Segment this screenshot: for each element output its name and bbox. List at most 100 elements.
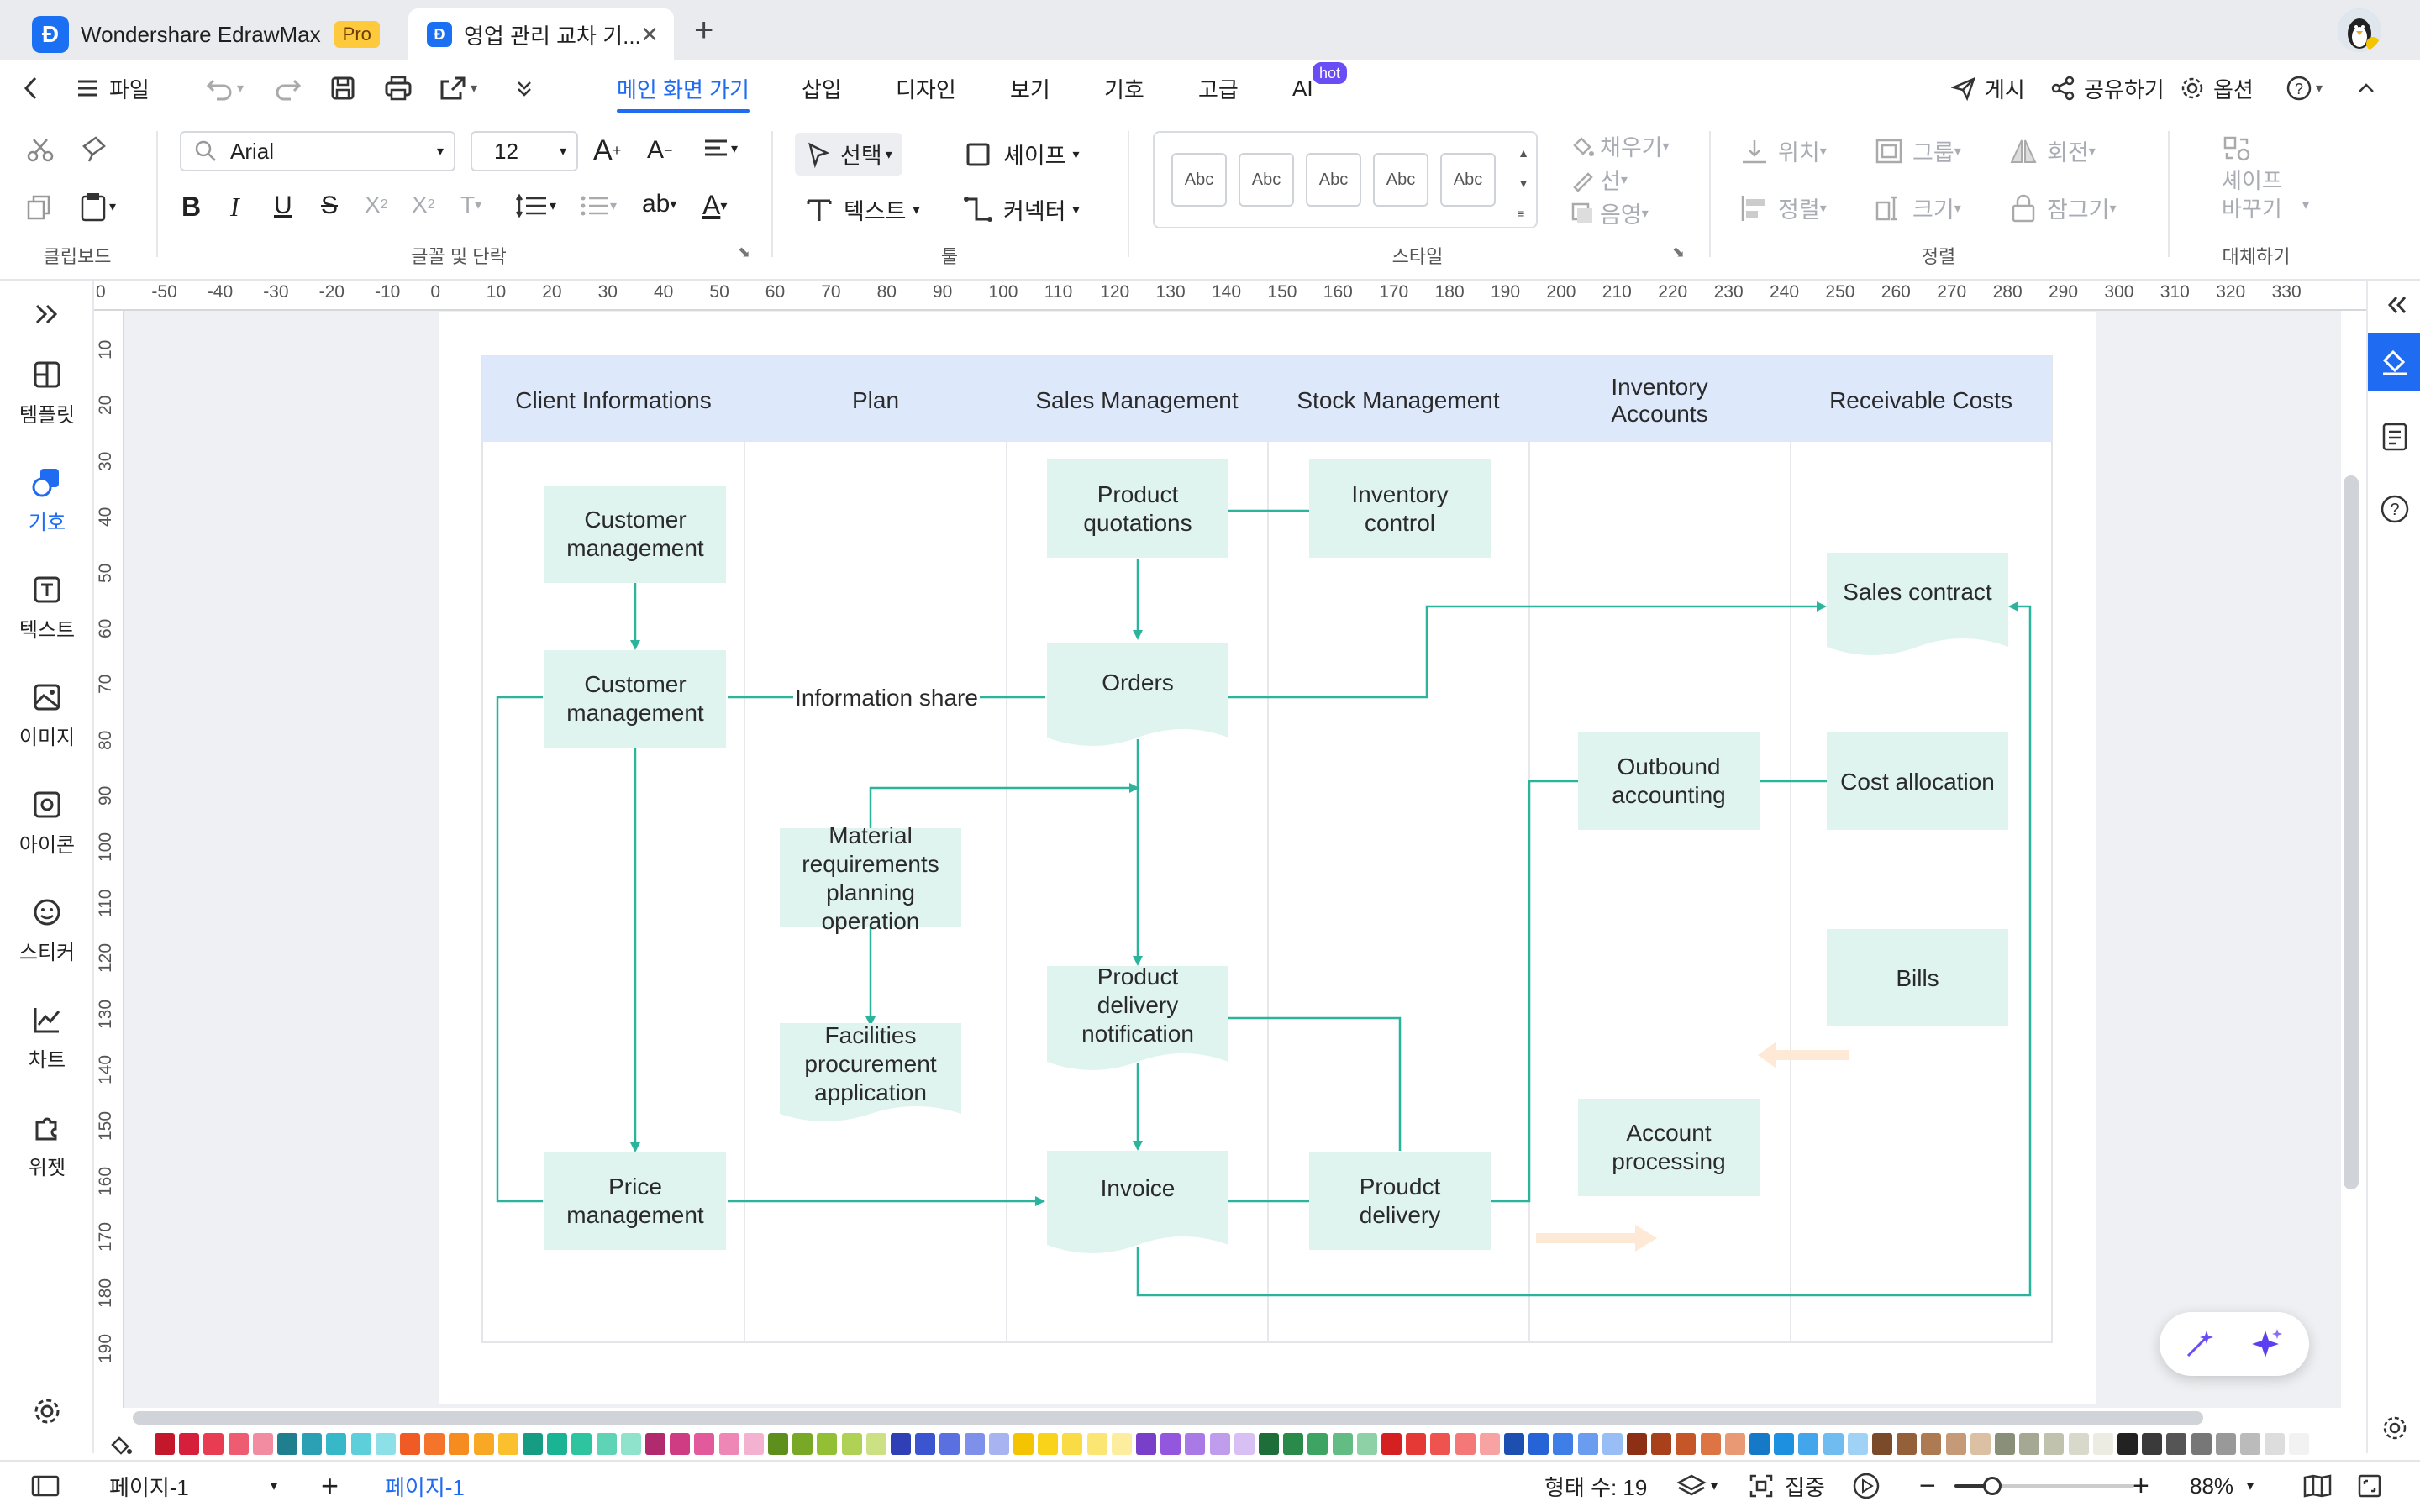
more-chevron-icon[interactable] (514, 60, 534, 116)
color-swatch[interactable] (375, 1433, 396, 1455)
color-swatch[interactable] (891, 1433, 911, 1455)
save-icon[interactable] (329, 60, 356, 116)
color-swatch[interactable] (1897, 1433, 1918, 1455)
color-swatch[interactable] (817, 1433, 838, 1455)
connector[interactable] (1228, 601, 1827, 699)
decorative-arrow-left[interactable] (1758, 1042, 1849, 1068)
horizontal-scroll-thumb[interactable] (133, 1411, 2203, 1425)
color-swatch[interactable] (1038, 1433, 1059, 1455)
app-home-tab[interactable]: Ð Wondershare EdrawMax Pro (17, 8, 403, 60)
connector-tool[interactable]: 커넥터▾ (963, 193, 1080, 226)
color-swatch[interactable] (1234, 1433, 1255, 1455)
color-swatch[interactable] (547, 1433, 568, 1455)
zoom-slider[interactable] (1954, 1460, 2134, 1512)
fit-page-icon[interactable] (2356, 1460, 2383, 1512)
color-swatch[interactable] (1970, 1433, 1991, 1455)
sidebar-item-templates[interactable]: 템플릿 (0, 358, 94, 428)
highlight-icon[interactable]: ab▾ (642, 190, 677, 218)
underline-icon[interactable]: U (274, 192, 292, 219)
color-swatch[interactable] (497, 1433, 518, 1455)
collapse-right-panel-icon[interactable] (2383, 292, 2408, 322)
color-swatch[interactable] (915, 1433, 936, 1455)
color-swatch[interactable] (523, 1433, 543, 1455)
font-dialog-launcher-icon[interactable]: ⬊ (738, 244, 751, 260)
color-swatch[interactable] (1356, 1433, 1377, 1455)
zoom-slider-thumb[interactable] (1983, 1477, 2002, 1495)
color-swatch[interactable] (155, 1433, 175, 1455)
layers-icon[interactable]: ▾ (1676, 1460, 1718, 1512)
color-swatch[interactable] (1430, 1433, 1451, 1455)
style-preset-3[interactable]: Abc (1306, 153, 1361, 207)
color-swatch[interactable] (2215, 1433, 2236, 1455)
expand-panel-icon[interactable] (0, 297, 94, 338)
line-spacing-icon[interactable]: ▾ (516, 193, 556, 218)
color-swatch[interactable] (1504, 1433, 1524, 1455)
color-swatch[interactable] (1995, 1433, 2015, 1455)
color-swatch[interactable] (1724, 1433, 1745, 1455)
copy-icon[interactable] (25, 193, 54, 222)
color-swatch[interactable] (277, 1433, 297, 1455)
color-swatch[interactable] (1553, 1433, 1574, 1455)
sidebar-item-symbols[interactable]: 기호 (0, 465, 94, 535)
color-swatch[interactable] (203, 1433, 224, 1455)
color-swatch[interactable] (620, 1433, 641, 1455)
replace-dropdown-icon[interactable]: ▾ (2302, 198, 2310, 213)
replace-shape-button[interactable]: 셰이프 바꾸기 (2222, 166, 2282, 223)
color-swatch[interactable] (2289, 1433, 2310, 1455)
tab-ai[interactable]: AI (1292, 75, 1313, 101)
color-swatch[interactable] (1602, 1433, 1623, 1455)
font-size-select[interactable]: 12 ▾ (471, 131, 578, 171)
settings-icon[interactable] (2380, 1413, 2410, 1447)
cut-icon[interactable] (25, 136, 55, 163)
list-icon[interactable]: ▾ (580, 193, 617, 218)
help-circle-icon[interactable]: ? (2380, 494, 2410, 528)
style-dialog-launcher-icon[interactable]: ⬊ (1672, 244, 1686, 260)
color-swatch[interactable] (1185, 1433, 1206, 1455)
color-swatch[interactable] (1160, 1433, 1181, 1455)
color-swatch[interactable] (1700, 1433, 1721, 1455)
color-swatch[interactable] (1627, 1433, 1647, 1455)
color-swatch[interactable] (1945, 1433, 1966, 1455)
style-preset-2[interactable]: Abc (1239, 153, 1294, 207)
color-swatch[interactable] (252, 1433, 273, 1455)
select-tool[interactable]: 선택▾ (795, 133, 902, 176)
collapse-ribbon-icon[interactable] (2356, 60, 2376, 116)
connector[interactable] (1228, 1016, 1402, 1151)
sidebar-item-text[interactable]: 텍스트 (0, 573, 94, 643)
italic-icon[interactable]: I (230, 192, 239, 222)
ai-sparkle-icon[interactable] (2250, 1327, 2284, 1365)
color-swatch[interactable] (326, 1433, 347, 1455)
align-button[interactable]: 정렬▾ (1739, 192, 1827, 224)
text-align-icon[interactable]: ▾ (702, 136, 738, 161)
tab-insert[interactable]: 삽입 (802, 76, 842, 102)
format-painter-icon[interactable] (79, 134, 109, 163)
shape-tool[interactable]: 셰이프▾ (965, 138, 1080, 171)
page-properties-icon[interactable] (2381, 422, 2408, 456)
color-swatch[interactable] (865, 1433, 886, 1455)
color-swatch[interactable] (1406, 1433, 1427, 1455)
color-swatch[interactable] (2166, 1433, 2187, 1455)
color-swatch[interactable] (1798, 1433, 1819, 1455)
color-swatch[interactable] (645, 1433, 666, 1455)
color-swatch[interactable] (1774, 1433, 1795, 1455)
color-swatch[interactable] (939, 1433, 960, 1455)
style-preset-4[interactable]: Abc (1373, 153, 1428, 207)
help-icon[interactable]: ?▾ (2286, 60, 2323, 116)
tab-advanced[interactable]: 고급 (1198, 76, 1239, 102)
group-button[interactable]: 그룹▾ (1874, 134, 1961, 167)
new-tab-plus-icon[interactable]: + (694, 12, 714, 49)
vertical-scroll-thumb[interactable] (2344, 475, 2359, 1189)
color-swatch[interactable] (1332, 1433, 1353, 1455)
color-swatch[interactable] (1528, 1433, 1549, 1455)
options-button[interactable]: 옵션 (2180, 60, 2254, 116)
text-case-icon[interactable]: T▾ (460, 192, 482, 218)
fill-button[interactable]: 채우기▾ (1570, 129, 1670, 162)
paste-icon[interactable]: ▾ (79, 192, 116, 222)
focus-mode-button[interactable]: 집중 (1748, 1460, 1825, 1512)
